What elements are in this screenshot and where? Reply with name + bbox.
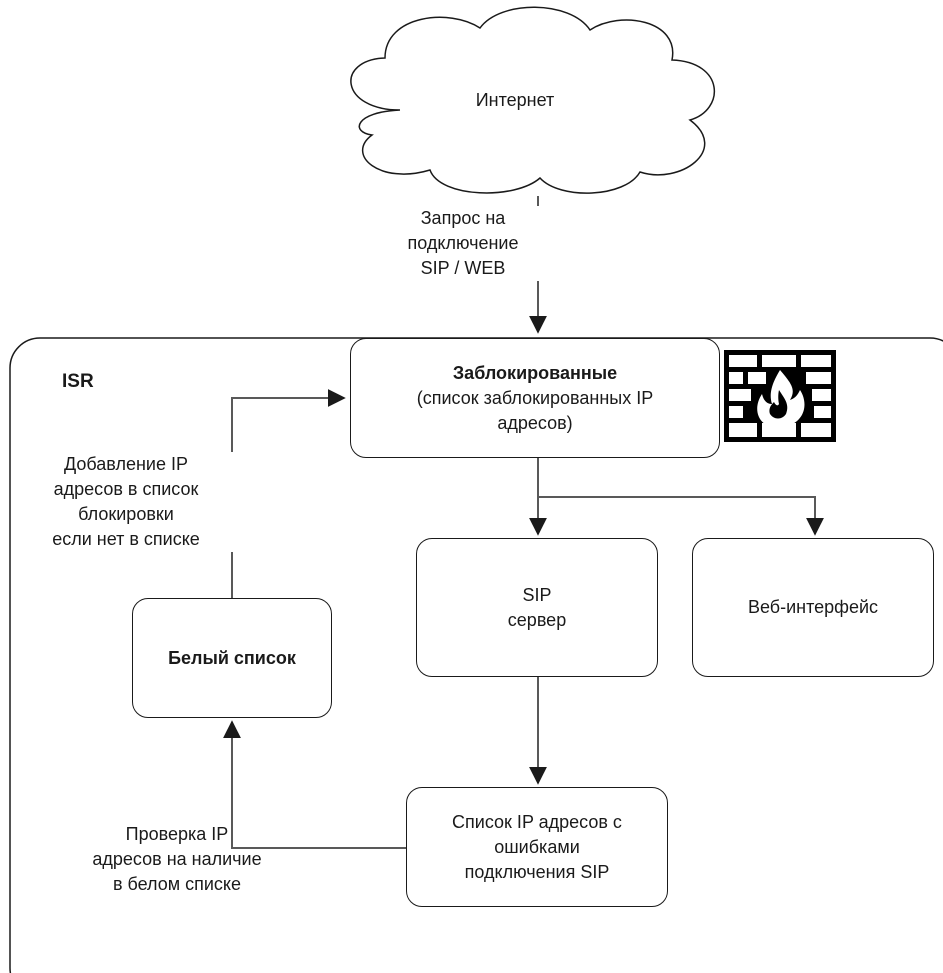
edge-errorlist-to-whitelist — [223, 720, 406, 849]
web-interface-box: Веб-интерфейс — [692, 538, 934, 677]
blocked-list-box: Заблокированные (список заблокированных … — [350, 338, 720, 458]
blocked-title: Заблокированные — [452, 362, 618, 383]
error-list-line-1: Список IP адресов с — [452, 811, 622, 832]
error-list-line-3: подключения SIP — [464, 861, 610, 882]
blocked-desc-line-1: (список заблокированных IP — [416, 387, 654, 408]
error-list-box: Список IP адресов с ошибками подключения… — [406, 787, 668, 907]
error-list-line-2: ошибками — [494, 836, 580, 857]
internet-label: Интернет — [475, 90, 555, 110]
sip-server-box: SIP сервер — [416, 538, 658, 677]
edge-whitelist-to-blocked — [231, 389, 346, 598]
edge-label-request: Запрос на подключение SIP / WEB — [378, 206, 548, 281]
blocked-desc-line-2: адресов) — [497, 412, 573, 433]
sip-server-line-2: сервер — [507, 609, 567, 630]
whitelist-box: Белый список — [132, 598, 332, 718]
firewall-icon — [724, 350, 836, 442]
edge-label-check-whitelist: Проверка IP адресов на наличие в белом с… — [92, 824, 262, 894]
internet-cloud — [350, 6, 715, 194]
web-interface-label: Веб-интерфейс — [747, 597, 879, 617]
whitelist-label: Белый список — [168, 647, 296, 668]
isr-label: ISR — [62, 369, 132, 394]
edge-blocked-to-web — [538, 496, 824, 536]
edge-label-add-to-blocklist: Добавление IP адресов в список блокировк… — [18, 452, 234, 552]
sip-server-line-1: SIP — [522, 584, 552, 605]
